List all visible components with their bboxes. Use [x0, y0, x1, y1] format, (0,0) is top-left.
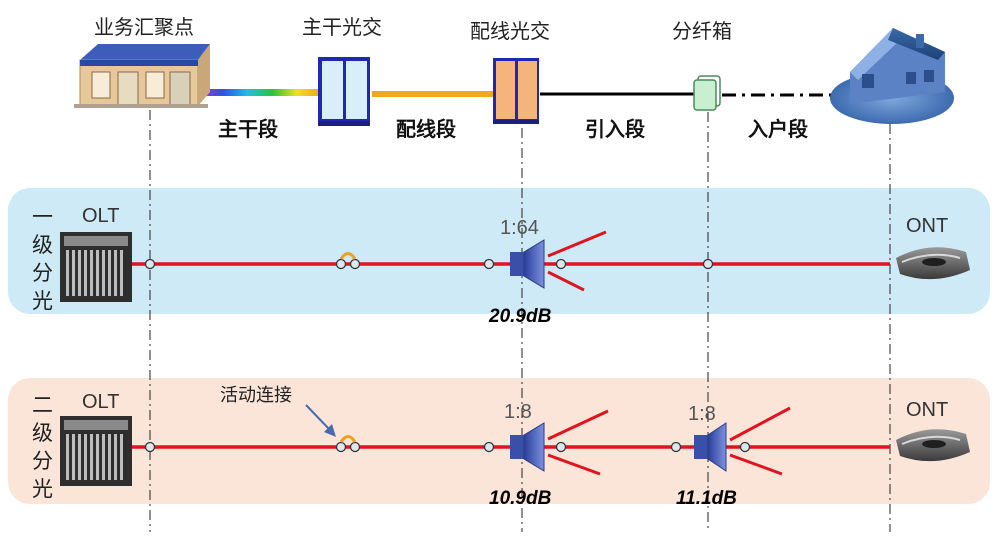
- svg-text:一: 一: [32, 205, 53, 229]
- row2-label: 二 级 分 光: [32, 393, 53, 501]
- row1-active-connection-icon: [339, 252, 357, 260]
- row1-connectors: [144, 258, 714, 270]
- row2-ont-label: ONT: [906, 399, 948, 421]
- svg-text:分: 分: [32, 261, 53, 285]
- row2-olt-icon: [60, 416, 132, 486]
- trunk-cabinet-label: 主干光交: [302, 15, 382, 39]
- row1-label: 一 级 分 光: [32, 205, 53, 313]
- row2-active-connection-icon: [339, 435, 357, 443]
- callout-arrow-icon: [305, 404, 336, 437]
- row2-splitter2-icon: [694, 406, 791, 476]
- segment-distribution-label: 配线段: [396, 117, 456, 141]
- row2-band: [8, 378, 990, 504]
- row2-ont-icon: [896, 429, 970, 462]
- row2-olt-label: OLT: [82, 391, 119, 413]
- svg-text:二: 二: [32, 393, 53, 417]
- svg-text:级: 级: [32, 233, 53, 257]
- svg-text:光: 光: [32, 477, 53, 501]
- fiber-box-label: 分纤箱: [672, 19, 732, 43]
- row1-olt-icon: [60, 232, 132, 302]
- segment-indoor-label: 入户段: [748, 117, 808, 141]
- aggregation-label: 业务汇聚点: [94, 15, 194, 39]
- svg-text:级: 级: [32, 421, 53, 445]
- house-icon: [830, 28, 954, 124]
- row2-splitter1-loss: 10.9dB: [489, 488, 552, 509]
- row2-splitter1-icon: [510, 409, 609, 476]
- row1-olt-label: OLT: [82, 205, 119, 227]
- distribution-fiber: [372, 91, 494, 97]
- row2-splitter1-ratio: 1:8: [504, 401, 532, 423]
- row1-splitter-loss: 20.9dB: [488, 306, 552, 327]
- segment-trunk-label: 主干段: [218, 117, 278, 141]
- fiber-box-icon: [693, 75, 721, 111]
- row1-band: [8, 188, 990, 314]
- aggregation-building-icon: [74, 44, 210, 108]
- row2-splitter2-loss: 11.1dB: [676, 488, 737, 509]
- trunk-cabinet-icon: [318, 57, 370, 126]
- distribution-cabinet-label: 配线光交: [470, 19, 550, 43]
- segment-drop-label: 引入段: [585, 117, 645, 141]
- active-connection-callout: 活动连接: [220, 385, 292, 406]
- guide-lines: [149, 110, 891, 532]
- trunk-fiber: [198, 89, 322, 96]
- row1-splitter-icon: [510, 230, 607, 292]
- row2-connectors: [144, 441, 751, 453]
- row1-ont-label: ONT: [906, 215, 948, 237]
- svg-text:光: 光: [32, 289, 53, 313]
- row1-ont-icon: [896, 247, 970, 280]
- row2-splitter2-ratio: 1:8: [688, 403, 716, 425]
- svg-text:分: 分: [32, 449, 53, 473]
- distribution-cabinet-icon: [493, 58, 539, 124]
- row1-splitter-ratio: 1:64: [500, 217, 539, 239]
